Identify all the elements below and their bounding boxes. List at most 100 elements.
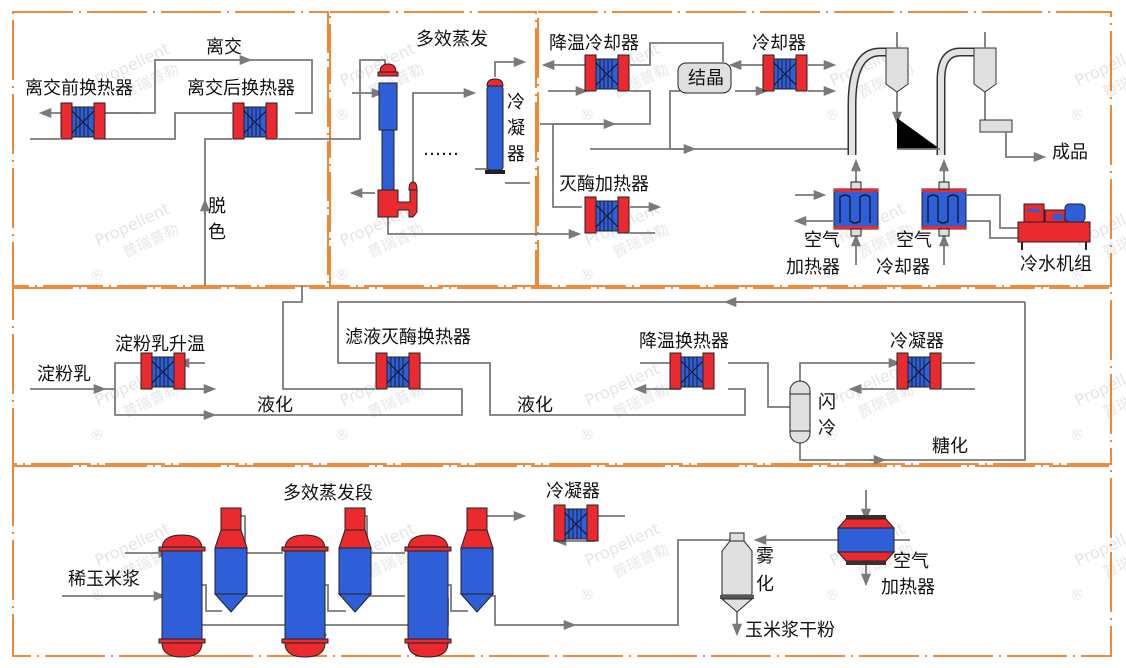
label-post-hx: 离交后换热器 (187, 78, 295, 99)
label-starch-milk-heating: 淀粉乳升温 (115, 334, 205, 355)
separator-1 (214, 507, 248, 613)
cooler-heat-exchanger (762, 54, 808, 92)
corn-steep-condenser (553, 504, 599, 542)
watermark-registered-mark: ® (87, 423, 108, 446)
watermark-registered-mark: ® (87, 583, 108, 606)
multi-effect-evaporators (158, 507, 494, 658)
label-cooling-hx: 降温换热器 (639, 331, 729, 352)
ion-exchange-section: 离交前换热器 离交后换热器 离交 脱 色 (25, 37, 386, 286)
post-ion-exchange-heat-exchanger (232, 102, 278, 140)
flash-vessel (789, 380, 811, 444)
frame-corn-steep (12, 465, 1112, 657)
watermark-registered-mark: ® (822, 423, 843, 446)
corn-steep-section: 多效蒸发段 稀玉米浆 冷凝器 雾 化 空气 加热器 玉米浆干粉 (62, 481, 935, 658)
evaporator-1 (158, 534, 206, 658)
product-bin (979, 119, 1013, 133)
air-cooler-coil (921, 181, 967, 237)
watermark-registered-mark: ® (822, 103, 843, 126)
label-corn-steep-powder: 玉米浆干粉 (745, 620, 835, 641)
liquefaction-section: 淀粉乳 淀粉乳升温 滤液灭酶换热器 液化 液化 降温换热器 闪 冷 冷凝器 糖化 (30, 286, 1026, 466)
frame-ion-exchange (12, 11, 329, 287)
label-condenser: 冷凝器 (890, 331, 944, 352)
label-air-heater-2: 加热器 (786, 257, 840, 278)
saccharification-condenser (896, 352, 942, 390)
label-cooler: 冷却器 (752, 33, 806, 54)
corn-steep-air-heater (836, 515, 896, 565)
starch-milk-heater (140, 352, 186, 390)
watermark-registered-mark: ® (1067, 583, 1088, 606)
watermark-registered-mark: ® (822, 263, 843, 286)
enzyme-kill-heater (584, 196, 630, 234)
watermark-registered-mark: ® (1067, 423, 1088, 446)
frame-liquefaction (12, 287, 1112, 465)
evaporation-section: …… 多效蒸发 冷 凝 器 (349, 29, 582, 240)
label-condenser-1: 冷 (507, 92, 525, 113)
label-flash-2: 冷 (818, 418, 836, 439)
label-ion-exchange-flow: 离交 (206, 37, 242, 58)
label-enzyme-heater: 灭酶加热器 (559, 174, 649, 195)
label-atomize-2: 化 (756, 574, 774, 595)
label-multi-effect-evaporation: 多效蒸发 (416, 29, 488, 50)
separator-3 (460, 507, 494, 613)
label-air-heater-1: 空气 (804, 230, 840, 251)
label-saccharification: 糖化 (932, 436, 968, 457)
frame-evaporation (329, 11, 537, 287)
label-atomize-1: 雾 (756, 546, 774, 567)
cooling-heat-exchanger (669, 352, 715, 390)
label-finished-product: 成品 (1052, 142, 1088, 163)
watermark-registered-mark: ® (1067, 103, 1088, 126)
spray-dryer (720, 532, 754, 613)
evaporation-condenser (485, 78, 505, 174)
label-ellipsis: …… (423, 139, 459, 160)
watermark-registered-mark: ® (332, 423, 353, 446)
watermark-registered-mark: ® (822, 583, 843, 606)
evaporator-3 (404, 534, 452, 658)
cooling-cooler-heat-exchanger (584, 54, 630, 92)
label-multi-effect-stage: 多效蒸发段 (283, 483, 373, 504)
label-cooling-cooler: 降温冷却器 (549, 33, 639, 54)
label-decolor-2: 色 (208, 222, 226, 243)
label-decolor-1: 脱 (208, 196, 226, 217)
label-pre-hx: 离交前换热器 (25, 78, 133, 99)
crystallization-section: 结晶 (540, 32, 1092, 278)
label-air-heater-1: 空气 (893, 551, 929, 572)
label-starch-milk: 淀粉乳 (37, 364, 91, 385)
label-crystallization: 结晶 (688, 68, 724, 89)
label-dilute-corn-steep: 稀玉米浆 (68, 569, 140, 590)
pre-ion-exchange-heat-exchanger (60, 102, 106, 140)
watermark-registered-mark: ® (1067, 263, 1088, 286)
pneumatic-dryer-2 (936, 32, 1047, 163)
watermark-registered-mark: ® (332, 103, 353, 126)
chiller-unit (1017, 203, 1091, 250)
label-chiller: 冷水机组 (1020, 254, 1092, 275)
pneumatic-dryer-1 (847, 32, 940, 155)
watermark-registered-mark: ® (87, 263, 108, 286)
section-frames (12, 11, 1112, 657)
frame-crystallization (537, 11, 1112, 287)
label-condenser-3: 器 (507, 144, 525, 165)
label-air-cooler-2: 冷却器 (876, 257, 930, 278)
label-liquefaction-2: 液化 (517, 395, 553, 416)
label-air-heater-2: 加热器 (881, 577, 935, 598)
label-air-cooler-1: 空气 (896, 230, 932, 251)
watermark-registered-mark: ® (332, 263, 353, 286)
watermark-registered-mark: ® (577, 263, 598, 286)
label-liquefaction-1: 液化 (257, 395, 293, 416)
watermark-registered-mark: ® (577, 423, 598, 446)
label-flash-1: 闪 (818, 392, 836, 413)
label-condenser: 冷凝器 (546, 481, 600, 502)
falling-film-evaporator (377, 63, 418, 218)
air-heater-coil (833, 181, 879, 237)
crystallizer-vessel (677, 62, 732, 94)
label-condenser-2: 凝 (507, 118, 525, 139)
label-filtrate-hx: 滤液灭酶换热器 (345, 327, 471, 348)
watermark-registered-mark: ® (577, 583, 598, 606)
evaporator-2 (281, 534, 329, 658)
filtrate-enzyme-kill-heat-exchanger (375, 352, 421, 390)
